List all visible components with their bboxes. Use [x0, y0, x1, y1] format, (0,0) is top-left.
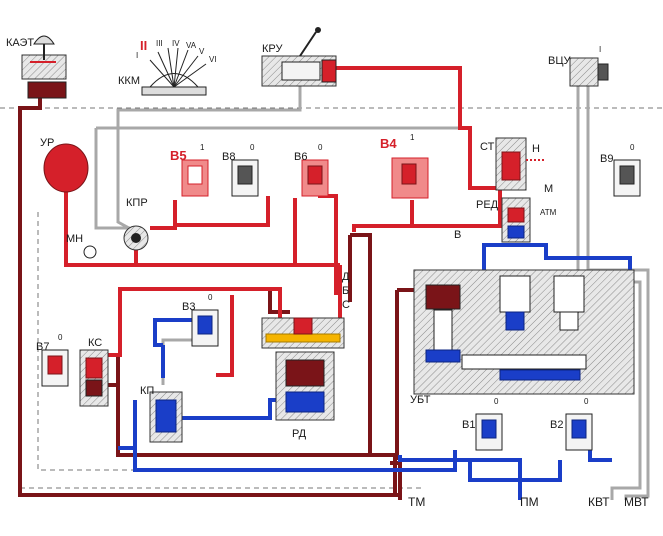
label-b: Б: [342, 285, 349, 297]
label-st: СТ: [480, 141, 495, 153]
valve-v6[interactable]: [301, 159, 329, 197]
kkm-pos-3: III: [156, 39, 163, 48]
valve-v3[interactable]: [191, 309, 219, 347]
label-red: РЕД: [476, 199, 499, 211]
v5-one: 1: [200, 143, 205, 152]
vtsu-valve[interactable]: [569, 57, 609, 87]
label-kvt: КВТ: [588, 495, 610, 509]
label-pm: ПМ: [520, 495, 539, 509]
kkm-pos-4: IV: [172, 39, 180, 48]
label-ur: УР: [40, 137, 54, 149]
label-v7: В7: [36, 341, 49, 353]
kkm-controller[interactable]: [141, 47, 207, 96]
label-s: С: [342, 299, 350, 311]
label-atm: АТМ: [540, 208, 557, 217]
kp-valve[interactable]: [149, 391, 183, 443]
label-kkm: ККМ: [118, 75, 140, 87]
label-v6: В6: [294, 151, 307, 163]
valve-v4[interactable]: [391, 157, 429, 199]
label-v3: В3: [182, 301, 195, 313]
label-v2: В2: [550, 419, 563, 431]
label-n: Н: [532, 143, 540, 155]
label-v1: В1: [462, 419, 475, 431]
kaet-valve[interactable]: [21, 35, 67, 99]
rd-regulator[interactable]: [261, 317, 345, 421]
ur-reservoir: [43, 143, 89, 193]
valve-v7[interactable]: [41, 349, 69, 387]
v9-zero: 0: [630, 143, 635, 152]
ks-valve[interactable]: [79, 349, 109, 407]
label-rd: РД: [292, 428, 307, 440]
kkm-pos-2: II: [140, 38, 147, 53]
v3-zero: 0: [208, 293, 213, 302]
label-kpr: КПР: [126, 197, 148, 209]
label-ks: КС: [88, 337, 102, 349]
label-m: М: [544, 183, 553, 195]
kru-valve[interactable]: [261, 27, 337, 87]
label-kaet: КАЭТ: [6, 37, 34, 49]
valve-v1[interactable]: [475, 413, 503, 451]
red-pipes: [64, 66, 502, 377]
label-d: Д: [342, 271, 350, 283]
label-kru: КРУ: [262, 43, 284, 55]
dashed-boundaries: [0, 107, 663, 489]
label-v8: В8: [222, 151, 235, 163]
label-kp: КП: [140, 385, 154, 397]
v1-zero: 0: [494, 397, 499, 406]
red-reducer[interactable]: [501, 197, 531, 243]
valve-v2[interactable]: [565, 413, 593, 451]
label-v9: В9: [600, 153, 613, 165]
label-ubt: УБТ: [410, 394, 431, 406]
label-v: В: [454, 229, 461, 241]
v8-zero: 0: [250, 143, 255, 152]
label-v5: В5: [170, 148, 187, 163]
kkm-pos-1: I: [136, 51, 138, 60]
st-cylinder[interactable]: [495, 137, 545, 191]
valve-v5[interactable]: [181, 159, 209, 197]
v4-one: 1: [410, 133, 415, 142]
label-vtsu-pos: I: [599, 45, 601, 54]
label-v4: В4: [380, 136, 397, 151]
valve-v8[interactable]: [231, 159, 259, 197]
kkm-pos-5: VA: [186, 41, 197, 50]
v6-zero: 0: [318, 143, 323, 152]
v2-zero: 0: [584, 397, 589, 406]
label-tm: ТМ: [408, 495, 425, 509]
kkm-pos-6: V: [199, 47, 205, 56]
label-mvt: МВТ: [624, 495, 649, 509]
label-mn: МН: [66, 233, 83, 245]
kpr-valve[interactable]: [123, 225, 149, 251]
mn-gauge: [83, 245, 97, 259]
ubt-block[interactable]: [413, 269, 635, 395]
valve-v9[interactable]: [613, 159, 641, 197]
v7-zero: 0: [58, 333, 63, 342]
label-vtsu: ВЦУ: [548, 55, 571, 67]
kkm-pos-7: VI: [209, 55, 217, 64]
